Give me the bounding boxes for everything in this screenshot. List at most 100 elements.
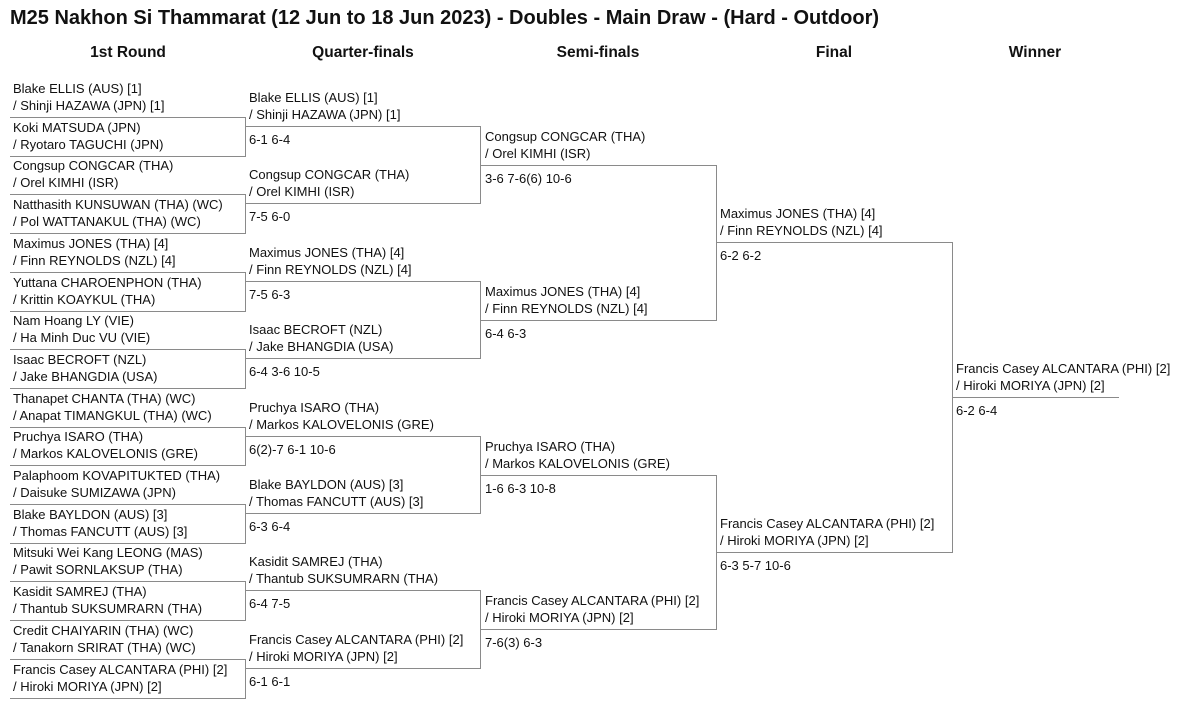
bracket-line <box>10 117 245 118</box>
quarterfinal-team-5: Pruchya ISARO (THA) / Markos KALOVELONIS … <box>249 399 434 433</box>
team-player-line: / Finn REYNOLDS (NZL) [4] <box>13 253 176 268</box>
round1-team-13: Mitsuki Wei Kang LEONG (MAS)/ Pawit SORN… <box>13 544 203 578</box>
semifinal-team-4: Francis Casey ALCANTARA (PHI) [2] / Hirok… <box>485 592 699 626</box>
team-player-line: / Hiroki MORIYA (JPN) [2] <box>956 378 1105 393</box>
round1-team-8: Isaac BECROFT (NZL) / Jake BHANGDIA (USA) <box>13 351 157 385</box>
bracket-line <box>10 233 245 234</box>
team-player-line: Maximus JONES (THA) [4] <box>249 245 405 260</box>
bracket-line <box>10 543 245 544</box>
bracket-line <box>716 165 717 321</box>
bracket-line <box>10 427 245 428</box>
team-player-line: Pruchya ISARO (THA) <box>485 439 616 454</box>
quarterfinal-team-1: Blake ELLIS (AUS) [1]/ Shinji HAZAWA (JP… <box>249 89 400 123</box>
bracket-line <box>10 581 245 582</box>
round-header-quarter-finals: Quarter-finals <box>312 44 414 61</box>
semifinal-team-3: Pruchya ISARO (THA)/ Markos KALOVELONIS … <box>485 438 670 472</box>
team-player-line: / Thomas FANCUTT (AUS) [3] <box>249 494 424 509</box>
round1-team-12: Blake BAYLDON (AUS) [3]/ Thomas FANCUTT … <box>13 506 187 540</box>
team-player-line: / Thantub SUKSUMRARN (THA) <box>249 571 439 586</box>
bracket-line <box>10 659 245 660</box>
round-header-final: Final <box>815 44 853 61</box>
team-player-line: Isaac BECROFT (NZL) <box>249 322 383 337</box>
team-player-line: / Hiroki MORIYA (JPN) [2] <box>485 610 634 625</box>
team-player-line: / Orel KIMHI (ISR) <box>485 146 591 161</box>
bracket-line <box>480 629 716 630</box>
bracket-line <box>245 117 246 157</box>
team-player-line: Palaphoom KOVAPITUKTED (THA) <box>13 468 221 483</box>
semifinal-score-4: 7-6(3) 6-3 <box>485 635 543 650</box>
quarterfinal-score-3: 7-5 6-3 <box>249 287 291 302</box>
bracket-line <box>245 513 480 514</box>
team-player-line: Pruchya ISARO (THA) <box>13 429 144 444</box>
team-player-line: Congsup CONGCAR (THA) <box>485 129 646 144</box>
team-player-line: Isaac BECROFT (NZL) <box>13 352 147 367</box>
team-player-line: Blake BAYLDON (AUS) [3] <box>13 507 168 522</box>
quarterfinal-team-8: Francis Casey ALCANTARA (PHI) [2]/ Hirok… <box>249 631 463 665</box>
bracket-line <box>716 475 717 630</box>
team-player-line: Francis Casey ALCANTARA (PHI) [2] <box>485 593 700 608</box>
bracket-line <box>480 165 716 166</box>
bracket-line <box>716 552 952 553</box>
team-player-line: Maximus JONES (THA) [4] <box>13 236 169 251</box>
team-player-line: / Finn REYNOLDS (NZL) [4] <box>485 301 648 316</box>
bracket-line <box>10 465 245 466</box>
round1-team-6: Yuttana CHAROENPHON (THA)/ Krittin KOAYK… <box>13 274 202 308</box>
round1-team-9: Thanapet CHANTA (THA) (WC) / Anapat TIMAN… <box>13 390 212 424</box>
bracket-line <box>10 620 245 621</box>
team-player-line: / Thantub SUKSUMRARN (THA) <box>13 601 203 616</box>
team-player-line: / Anapat TIMANGKUL (THA) (WC) <box>13 408 212 423</box>
bracket-line <box>10 504 245 505</box>
team-player-line: / Markos KALOVELONIS (GRE) <box>249 417 434 432</box>
bracket-line <box>245 349 246 389</box>
team-player-line: Credit CHAIYARIN (THA) (WC) <box>13 623 194 638</box>
bracket-line <box>480 126 481 204</box>
round-header-semi-finals: Semi-finals <box>556 44 640 61</box>
semifinal-team-1: Congsup CONGCAR (THA) / Orel KIMHI (ISR) <box>485 128 645 162</box>
team-player-line: Francis Casey ALCANTARA (PHI) [2] <box>720 516 935 531</box>
bracket-line <box>245 126 480 127</box>
quarterfinal-team-7: Kasidit SAMREJ (THA) / Thantub SUKSUMRARN… <box>249 553 438 587</box>
quarterfinal-score-2: 7-5 6-0 <box>249 209 291 224</box>
bracket-line <box>245 203 480 204</box>
bracket-line <box>245 659 246 699</box>
bracket-line <box>245 590 480 591</box>
team-player-line: Congsup CONGCAR (THA) <box>249 167 410 182</box>
round1-team-15: Credit CHAIYARIN (THA) (WC)/ Tanakorn SR… <box>13 622 196 656</box>
semifinal-score-1: 3-6 7-6(6) 10-6 <box>485 171 572 186</box>
team-player-line: Kasidit SAMREJ (THA) <box>249 554 383 569</box>
bracket-line <box>10 311 245 312</box>
round1-team-10: Pruchya ISARO (THA)/ Markos KALOVELONIS … <box>13 428 198 462</box>
winner-score: 6-2 6-4 <box>956 403 998 418</box>
team-player-line: / Jake BHANGDIA (USA) <box>249 339 394 354</box>
team-player-line: Kasidit SAMREJ (THA) <box>13 584 147 599</box>
team-player-line: Pruchya ISARO (THA) <box>249 400 380 415</box>
quarterfinal-score-4: 6-4 3-6 10-5 <box>249 364 320 379</box>
team-player-line: Thanapet CHANTA (THA) (WC) <box>13 391 196 406</box>
quarterfinal-score-7: 6-4 7-5 <box>249 596 291 611</box>
round-header-winner: Winner <box>1008 44 1062 61</box>
round1-team-3: Congsup CONGCAR (THA)/ Orel KIMHI (ISR) <box>13 157 173 191</box>
quarterfinal-team-6: Blake BAYLDON (AUS) [3]/ Thomas FANCUTT … <box>249 476 423 510</box>
bracket-line <box>245 427 246 466</box>
team-player-line: Blake ELLIS (AUS) [1] <box>249 90 378 105</box>
team-player-line: Congsup CONGCAR (THA) <box>13 158 174 173</box>
round1-team-7: Nam Hoang LY (VIE)/ Ha Minh Duc VU (VIE) <box>13 312 150 346</box>
bracket-line <box>480 320 716 321</box>
bracket-line <box>952 242 953 553</box>
team-player-line: Natthasith KUNSUWAN (THA) (WC) <box>13 197 223 212</box>
bracket-line <box>10 388 245 389</box>
quarterfinal-score-6: 6-3 6-4 <box>249 519 291 534</box>
bracket-line <box>480 281 481 359</box>
quarterfinal-score-1: 6-1 6-4 <box>249 132 291 147</box>
bracket-line <box>245 504 246 544</box>
team-player-line: Francis Casey ALCANTARA (PHI) [2] <box>13 662 228 677</box>
team-player-line: / Pawit SORNLAKSUP (THA) <box>13 562 183 577</box>
bracket-line <box>245 272 246 312</box>
team-player-line: / Jake BHANGDIA (USA) <box>13 369 158 384</box>
bracket-line <box>480 590 481 669</box>
team-player-line: / Finn REYNOLDS (NZL) [4] <box>720 223 883 238</box>
bracket-line <box>245 281 480 282</box>
team-player-line: / Ha Minh Duc VU (VIE) <box>13 330 151 345</box>
bracket-line <box>245 668 480 669</box>
bracket-line <box>245 358 480 359</box>
